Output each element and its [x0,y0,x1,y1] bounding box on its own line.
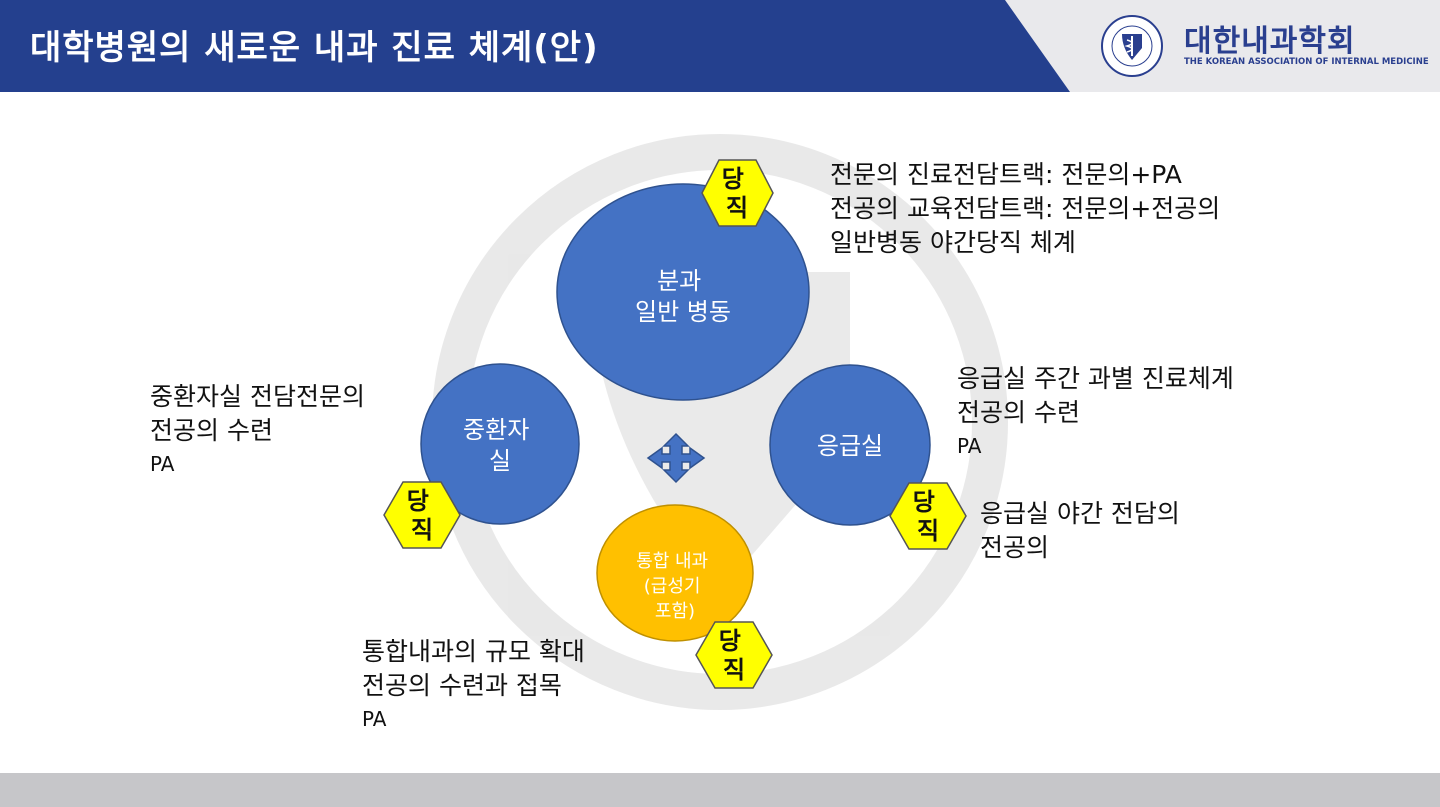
duty-badge-integrated-line2: 직 [723,656,745,684]
slide-title: 대학병원의 새로운 내과 진료 체계(안) [30,28,599,68]
er-day-caption-line3: PA [957,434,982,458]
duty-badge-general-ward-line2: 직 [726,194,748,222]
svg-text:당 직: 당 직 [722,165,752,222]
four-way-arrow-icon [646,432,706,484]
integrated-caption-line2: 전공의 수련과 접목 [362,671,562,700]
logo-name-en: THE KOREAN ASSOCIATION OF INTERNAL MEDIC… [1184,57,1429,67]
er-night-caption: 응급실 야간 전담의 전공의 [980,497,1180,565]
duty-badge-icu-line1: 당 [407,487,429,515]
er-label: 응급실 [817,432,883,460]
duty-badge-icu-line2: 직 [411,516,433,544]
integrated-medicine-label-line2: (급성기 [644,576,701,597]
er-label-line1: 응급실 [817,432,883,460]
general-ward-label-line2: 일반 병동 [635,298,731,326]
integrated-medicine-node [596,504,754,642]
icu-label-line2: 실 [489,447,511,475]
icu-caption-line3: PA [150,452,175,476]
icu-label: 중환자 실 [463,416,537,475]
er-day-caption-line1: 응급실 주간 과별 진료체계 [957,364,1234,393]
icu-node [420,363,580,525]
general-ward-caption: 전문의 진료전담트랙: 전문의+PA 전공의 교육전담트랙: 전문의+전공의 일… [830,158,1220,260]
icu-caption-line1: 중환자실 전담전문의 [150,382,365,411]
integrated-caption-line1: 통합내과의 규모 확대 [362,637,585,666]
general-ward-label: 분과 일반 병동 [635,267,731,326]
integrated-caption: 통합내과의 규모 확대 전공의 수련과 접목 PA [362,635,585,735]
er-night-caption-line1: 응급실 야간 전담의 [980,499,1180,528]
er-node [769,364,931,526]
icu-label-line1: 중환자 [463,416,529,444]
logo-name-ko: 대한내과학회 [1184,24,1356,59]
icu-caption: 중환자실 전담전문의 전공의 수련 PA [150,380,365,480]
integrated-medicine-label-line3: 포함) [655,601,695,622]
duty-badge-er-line1: 당 [913,488,935,516]
svg-text:당 직: 당 직 [913,488,943,545]
duty-badge-integrated-line1: 당 [719,627,741,655]
general-ward-label-line1: 분과 [657,267,701,295]
general-ward-caption-line2: 전공의 교육전담트랙: 전문의+전공의 [830,194,1221,223]
svg-text:당 직: 당 직 [719,627,749,684]
general-ward-caption-line1: 전문의 진료전담트랙: 전문의+PA [830,160,1182,189]
duty-badge-general-ward-line1: 당 [722,165,744,193]
title-band [0,0,1070,92]
er-night-caption-line2: 전공의 [980,533,1050,562]
duty-badge-er-line2: 직 [917,517,939,545]
duty-badge-integrated: 당 직 [695,621,773,689]
er-day-caption-line2: 전공의 수련 [957,398,1080,427]
integrated-medicine-label: 통합 내과 (급성기 포함) [636,551,714,622]
care-system-diagram: 분과 일반 병동 중환자 실 응급실 통합 내과 (급성기 포함) 당 직 [0,92,1440,773]
general-ward-node [556,183,810,401]
duty-badge-general-ward: 당 직 [701,159,774,227]
slide-footer-bar [0,773,1440,807]
svg-text:당 직: 당 직 [407,487,437,544]
er-day-caption: 응급실 주간 과별 진료체계 전공의 수련 PA [957,362,1234,462]
duty-badge-icu: 당 직 [383,481,461,549]
icu-caption-line2: 전공의 수련 [150,416,273,445]
association-seal-icon [1101,15,1163,77]
association-logo: 대한내과학회 THE KOREAN ASSOCIATION OF INTERNA… [1098,14,1429,78]
slide-header: 대학병원의 새로운 내과 진료 체계(안) 대한내과학회 THE KOREAN … [0,0,1440,92]
diagram-canvas: 분과 일반 병동 중환자 실 응급실 통합 내과 (급성기 포함) 당 직 [383,134,1008,710]
duty-badge-er: 당 직 [889,482,967,550]
integrated-caption-line3: PA [362,707,387,731]
general-ward-caption-line3: 일반병동 야간당직 체계 [830,228,1076,257]
integrated-medicine-label-line1: 통합 내과 [636,551,708,572]
